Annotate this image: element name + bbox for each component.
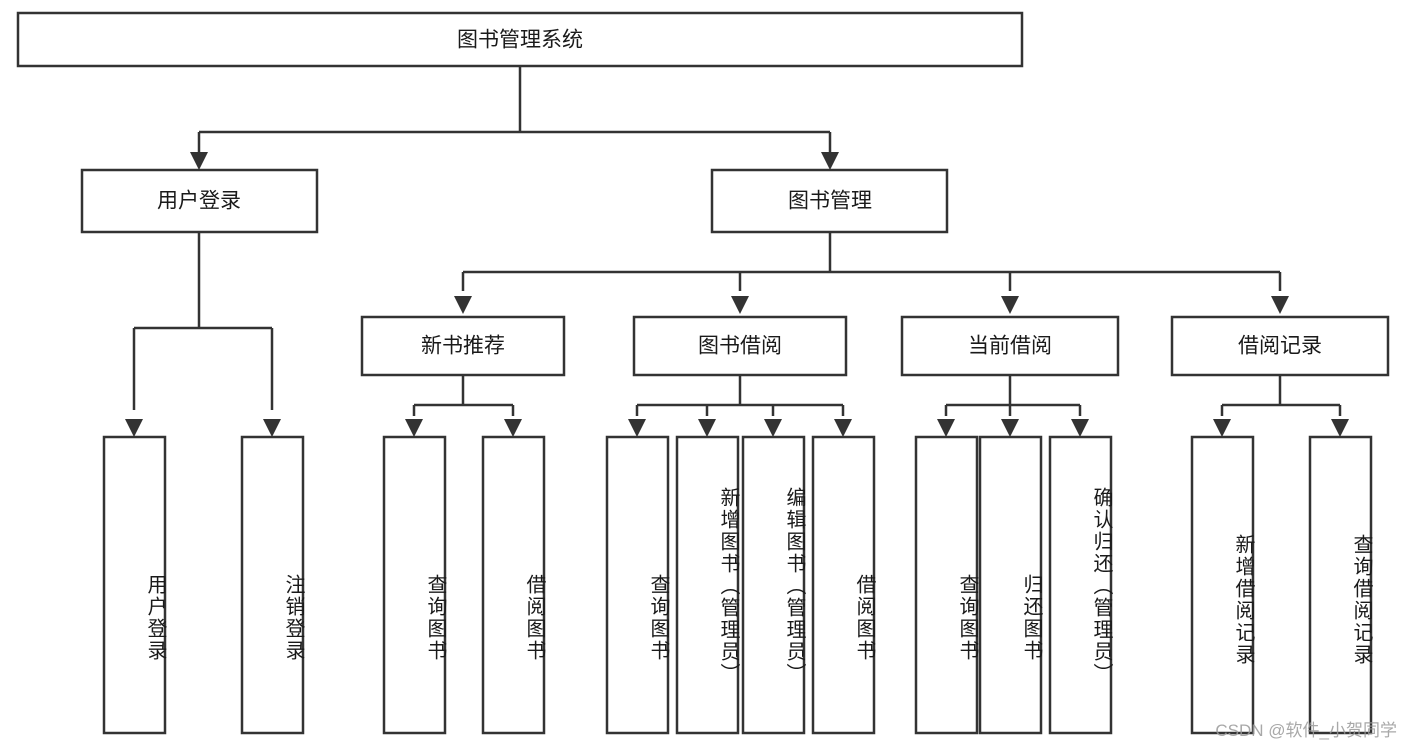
node-leaf-query-record[interactable]	[1308, 435, 1373, 735]
arrow-icon-to-leaf-user-login	[125, 419, 143, 437]
node-leaf-add-book[interactable]	[675, 435, 740, 735]
arrow-icon-to-leaf-borrow-book-1	[504, 419, 522, 437]
node-book-borrow-label: 图书借阅	[698, 335, 782, 358]
connector-userlogin-to-leaves	[132, 232, 274, 410]
arrow-icon-to-leaf-edit-book	[764, 419, 782, 437]
node-user-login-label: 用户登录	[157, 190, 241, 213]
arrow-icon-to-leaf-query-book-2	[628, 419, 646, 437]
connector-root-to-level2	[197, 66, 832, 155]
node-new-book-recommend-label: 新书推荐	[421, 335, 505, 358]
node-root[interactable]	[16, 11, 1024, 68]
arrow-icon-to-leaf-borrow-book-2	[834, 419, 852, 437]
node-leaf-query-book-3[interactable]	[914, 435, 979, 735]
arrow-icon-to-user-login	[190, 152, 208, 170]
arrow-icon-to-leaf-logout-login	[263, 419, 281, 437]
arrow-icon-to-leaf-confirm-return	[1071, 419, 1089, 437]
node-leaf-borrow-book-2[interactable]	[811, 435, 876, 735]
arrow-icon-to-leaf-query-book-1	[405, 419, 423, 437]
node-borrow-record-label: 借阅记录	[1238, 335, 1322, 358]
arrow-icon-to-current-borrow	[1001, 296, 1019, 314]
node-leaf-query-book-1[interactable]	[382, 435, 447, 735]
node-book-manage-label: 图书管理	[788, 190, 872, 213]
node-borrow-record[interactable]	[1170, 315, 1390, 377]
arrow-icon-to-borrow-record	[1271, 296, 1289, 314]
arrow-icon-to-leaf-add-record	[1213, 419, 1231, 437]
node-new-book-recommend[interactable]	[360, 315, 566, 377]
connector-bookmanage-to-level3	[461, 232, 1282, 291]
node-leaf-query-book-2[interactable]	[605, 435, 670, 735]
node-leaf-add-record[interactable]	[1190, 435, 1255, 735]
connector-bookborrow-to-leaves	[635, 375, 845, 416]
arrow-icon-to-leaf-return-book	[1001, 419, 1019, 437]
node-book-manage[interactable]	[710, 168, 949, 234]
node-boxes: 图书管理系统 用户登录 图书管理 新书推荐 图书借阅 当前借阅 借阅记录	[16, 11, 1390, 735]
node-leaf-user-login[interactable]	[102, 435, 167, 735]
node-root-label: 图书管理系统	[457, 29, 583, 52]
node-leaf-edit-book[interactable]	[741, 435, 806, 735]
arrow-icon-to-leaf-query-record	[1331, 419, 1349, 437]
connector-borrowrecord-to-leaves	[1220, 375, 1342, 416]
arrow-icon-to-book-borrow	[731, 296, 749, 314]
watermark-text: CSDN @软件_小贺同学	[1215, 721, 1397, 740]
connectors	[132, 66, 1342, 416]
node-leaf-borrow-book-1[interactable]	[481, 435, 546, 735]
arrow-icon-to-book-manage	[821, 152, 839, 170]
node-user-login[interactable]	[80, 168, 319, 234]
node-current-borrow[interactable]	[900, 315, 1120, 377]
arrow-icon-to-leaf-query-book-3	[937, 419, 955, 437]
node-current-borrow-label: 当前借阅	[968, 335, 1052, 358]
node-book-borrow[interactable]	[632, 315, 848, 377]
arrow-heads	[125, 152, 1349, 437]
node-leaf-confirm-return[interactable]	[1048, 435, 1113, 735]
node-leaf-logout-login[interactable]	[240, 435, 305, 735]
connector-currentborrow-to-leaves	[944, 375, 1082, 416]
arrow-icon-to-new-book-recommend	[454, 296, 472, 314]
connector-newbook-to-leaves	[412, 375, 515, 416]
arrow-icon-to-leaf-add-book	[698, 419, 716, 437]
node-leaf-return-book[interactable]	[978, 435, 1043, 735]
